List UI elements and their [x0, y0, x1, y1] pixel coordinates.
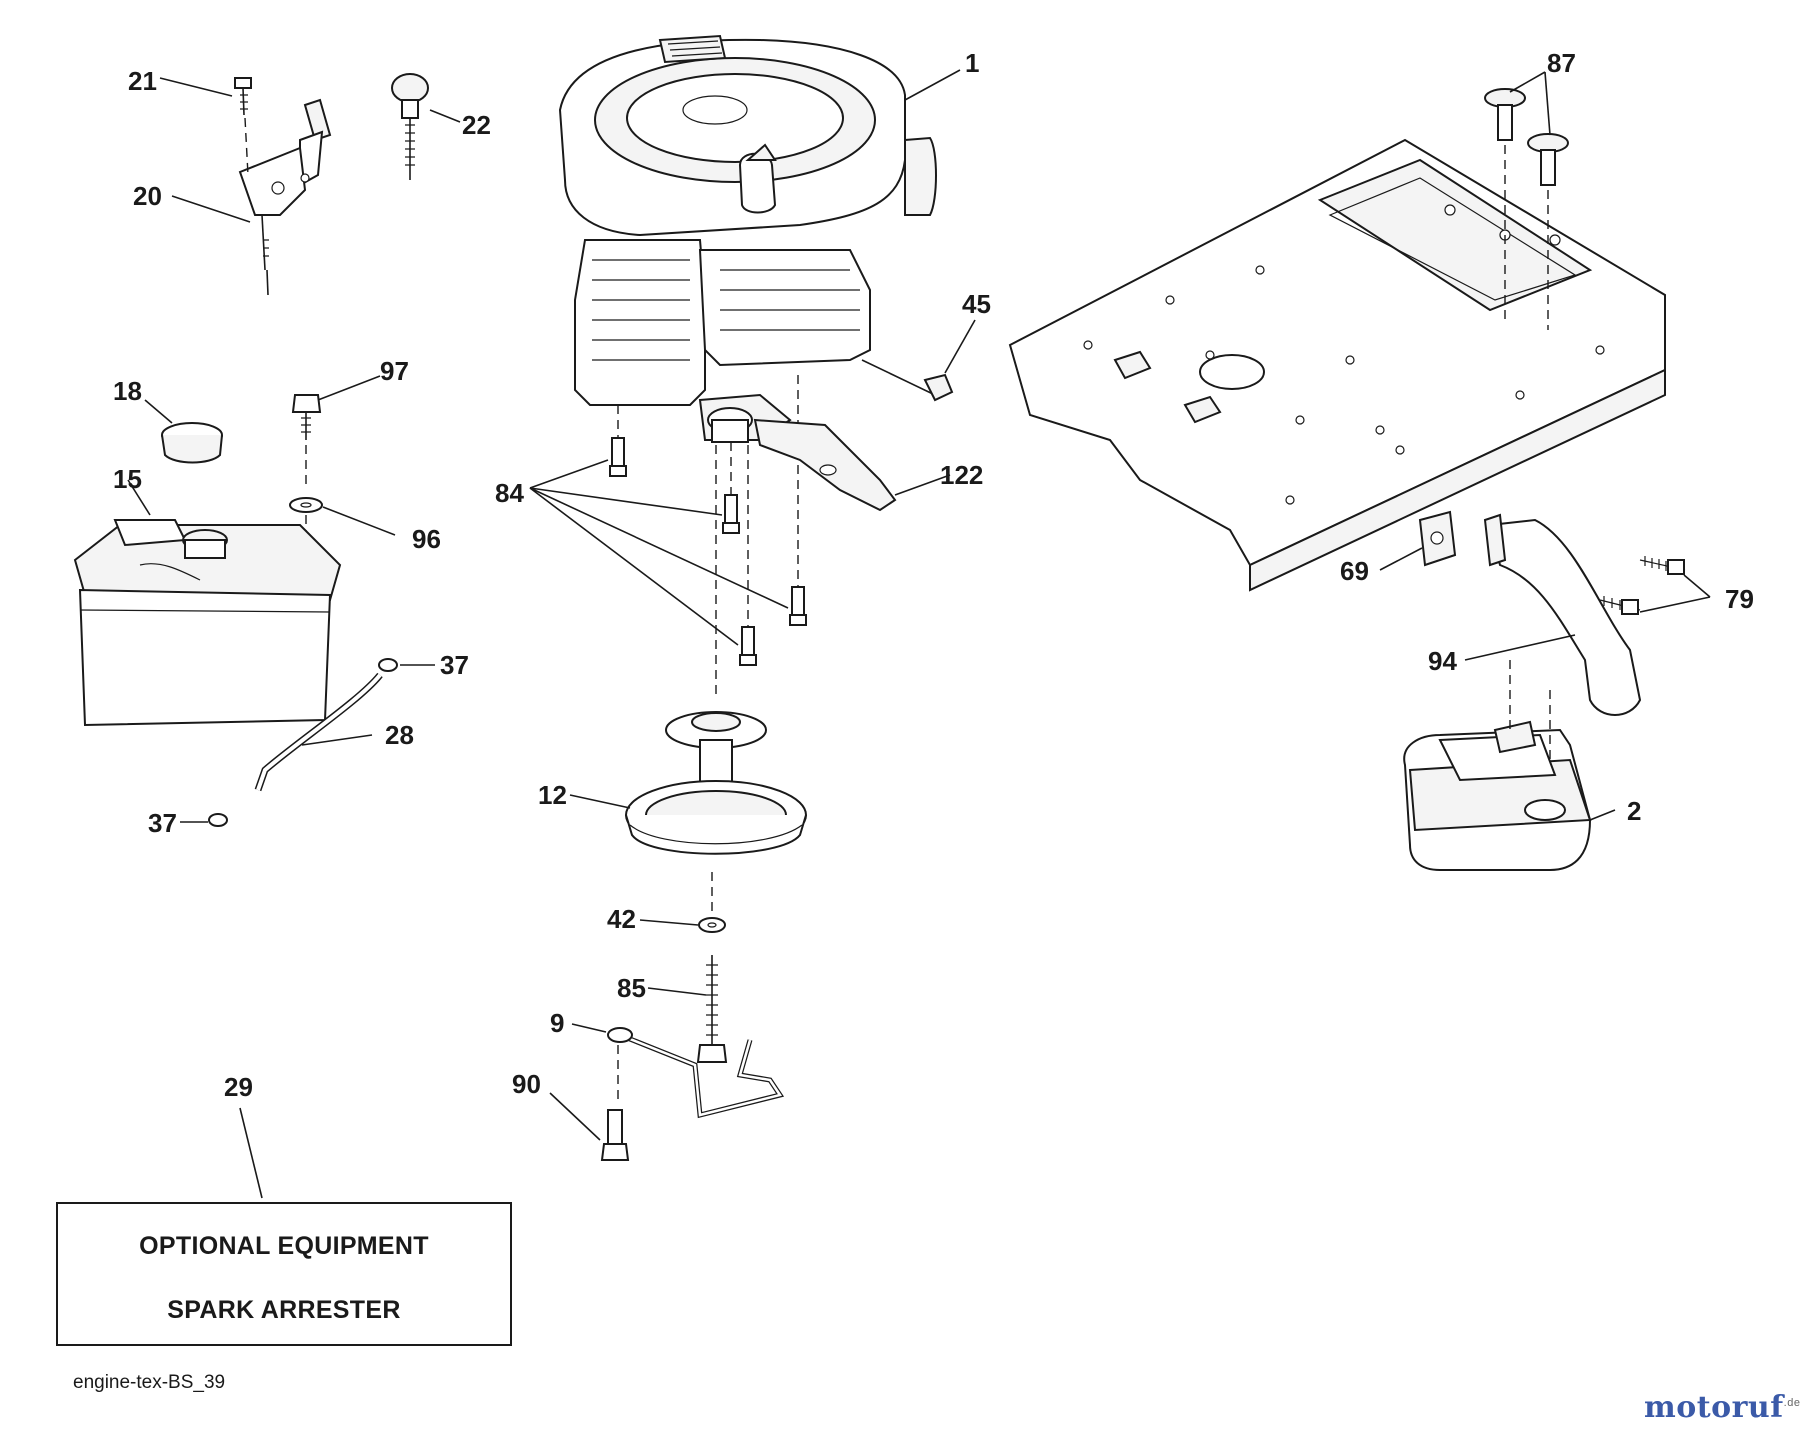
note-subtitle: SPARK ARRESTER [167, 1296, 401, 1324]
callout-label: 1 [965, 48, 979, 78]
callout-label: 90 [512, 1069, 541, 1099]
callout-label: 85 [617, 973, 646, 1003]
callout-label: 122 [940, 460, 983, 490]
callout-label: 22 [462, 110, 491, 140]
callout-label: 37 [148, 808, 177, 838]
bracket-part [607, 1027, 785, 1119]
fuel-cap-part [161, 422, 223, 464]
optional-equipment-note: OPTIONAL EQUIPMENT SPARK ARRESTER [56, 1202, 512, 1346]
exhaust-pipe-part [1483, 513, 1642, 716]
callout-label: 45 [962, 289, 991, 319]
callout-label: 84 [495, 478, 524, 508]
gasket-part [1418, 510, 1457, 567]
callout-label: 15 [113, 464, 142, 494]
callout-label: 97 [380, 356, 409, 386]
pulley-part [625, 445, 807, 855]
callout-label: 29 [224, 1072, 253, 1102]
screw-part [234, 77, 252, 176]
watermark-suffix: .de [1783, 1397, 1800, 1409]
callout-label: 12 [538, 780, 567, 810]
drawing-code-label: engine-tex-BS_39 [73, 1372, 226, 1393]
callout-label: 9 [550, 1008, 564, 1038]
fuel-hose-part [254, 672, 383, 792]
washer-part [698, 917, 726, 933]
exhaust-bolt-part [1599, 556, 1686, 615]
knob-part [391, 73, 429, 180]
callout-label: 94 [1428, 646, 1457, 676]
callout-label: 18 [113, 376, 142, 406]
callout-label: 69 [1340, 556, 1369, 586]
watermark-logo: motoruf.de [1644, 1390, 1800, 1425]
callout-label: 2 [1627, 796, 1641, 826]
callout-label: 21 [128, 66, 157, 96]
callout-label: 79 [1725, 584, 1754, 614]
washer-part [289, 497, 323, 513]
note-title: OPTIONAL EQUIPMENT [139, 1232, 429, 1260]
fuel-tank-part [73, 519, 342, 727]
callout-label: 96 [412, 524, 441, 554]
callout-label: 87 [1547, 48, 1576, 78]
knob-part [1484, 88, 1569, 186]
hose-clamp-part [208, 658, 398, 827]
chassis-plate-part [1008, 138, 1666, 592]
bolt-part [600, 1109, 630, 1161]
mounting-bolt-part [609, 437, 807, 666]
throttle-control-part [238, 98, 332, 296]
bolt-part [696, 955, 728, 1063]
deflector-part [753, 418, 897, 512]
engine-part [558, 34, 937, 443]
watermark-text: motoruf [1644, 1390, 1784, 1425]
callout-label: 42 [607, 904, 636, 934]
muffler-part [1403, 720, 1592, 871]
callout-label: 28 [385, 720, 414, 750]
nut-part [923, 373, 954, 402]
callout-label: 37 [440, 650, 469, 680]
callout-label: 20 [133, 181, 162, 211]
bolt-part [291, 394, 322, 490]
